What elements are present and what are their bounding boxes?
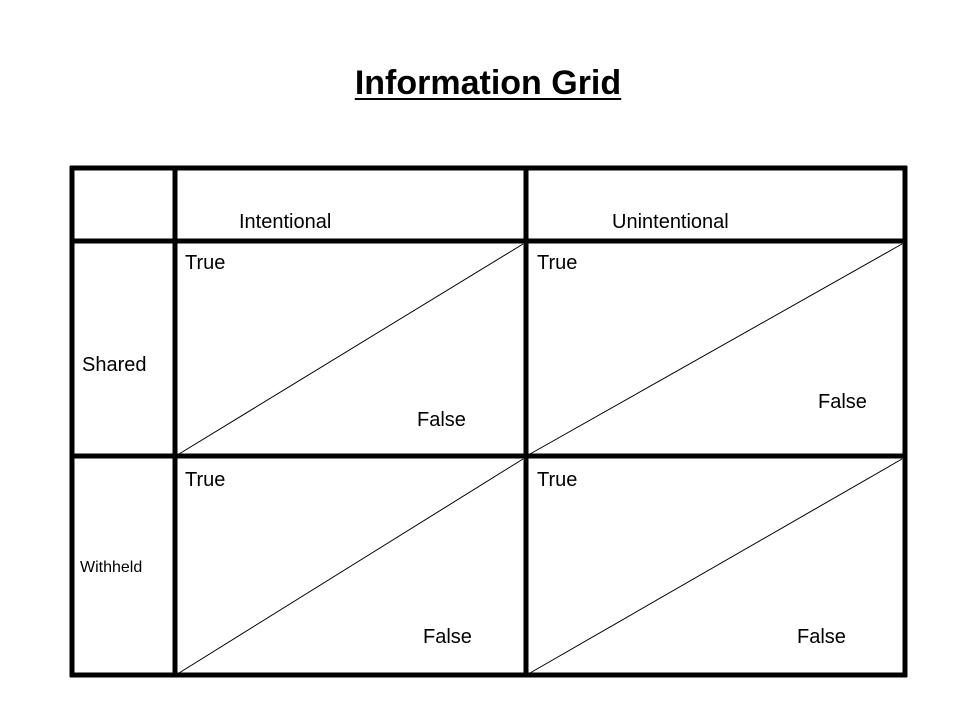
column-header-intentional: Intentional: [239, 211, 332, 233]
row-header-withheld: Withheld: [80, 559, 143, 576]
cell-shared-intentional-false: False: [417, 409, 466, 431]
cell-shared-unintentional-true: True: [537, 252, 578, 274]
cell-diagonal-shared-unintentional: [529, 243, 903, 455]
cell-diagonal-withheld-intentional: [178, 458, 524, 674]
cell-shared-intentional-true: True: [185, 252, 226, 274]
cell-withheld-intentional-true: True: [185, 469, 226, 491]
cell-withheld-unintentional-true: True: [537, 469, 578, 491]
row-header-shared: Shared: [82, 354, 147, 376]
cell-diagonal-withheld-unintentional: [529, 458, 903, 674]
cell-shared-unintentional-false: False: [818, 391, 867, 413]
cell-withheld-unintentional-false: False: [797, 626, 846, 648]
cell-diagonal-shared-intentional: [178, 243, 524, 455]
cell-withheld-intentional-false: False: [423, 626, 472, 648]
column-header-unintentional: Unintentional: [612, 211, 729, 233]
page-title: Information Grid: [354, 64, 622, 102]
